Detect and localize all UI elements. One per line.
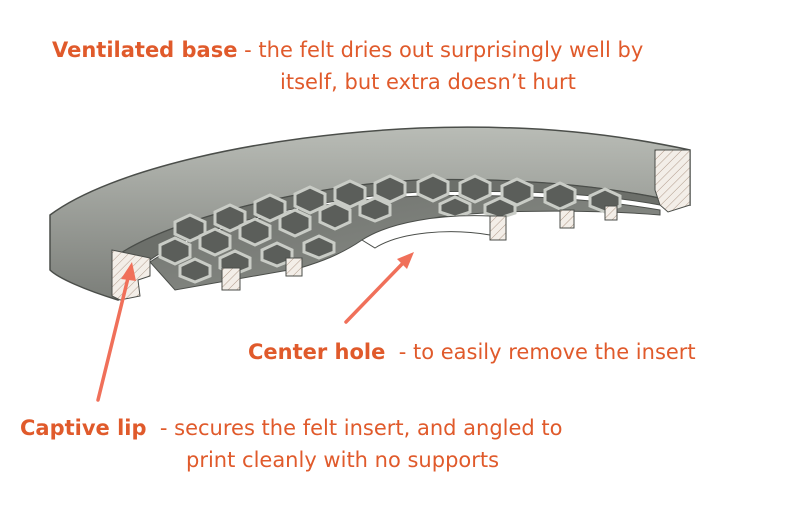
cross-section (111, 149, 691, 301)
center-hole-title: Center hole (248, 340, 386, 364)
arrow-captive-lip (96, 276, 130, 402)
annotation-ventilated-base: Ventilated base - the felt dries out sur… (52, 34, 643, 98)
annotation-center-hole: Center hole - to easily remove the inser… (248, 336, 696, 368)
captive-lip-desc-1: - secures the felt insert, and angled to (146, 416, 563, 440)
captive-lip-title: Captive lip (20, 416, 147, 440)
arrow-center-hole (344, 260, 406, 324)
ventilated-base-desc-1: - the felt dries out surprisingly well b… (237, 38, 644, 62)
arrows (96, 252, 414, 402)
ventilated-base-title: Ventilated base (52, 38, 238, 62)
ventilated-base-desc-2: itself, but extra doesn’t hurt (280, 70, 576, 94)
honeycomb-cells (158, 173, 622, 284)
annotation-captive-lip: Captive lip - secures the felt insert, a… (20, 412, 563, 476)
captive-lip-desc-2: print cleanly with no supports (186, 448, 500, 472)
center-hole-desc: - to easily remove the insert (385, 340, 696, 364)
